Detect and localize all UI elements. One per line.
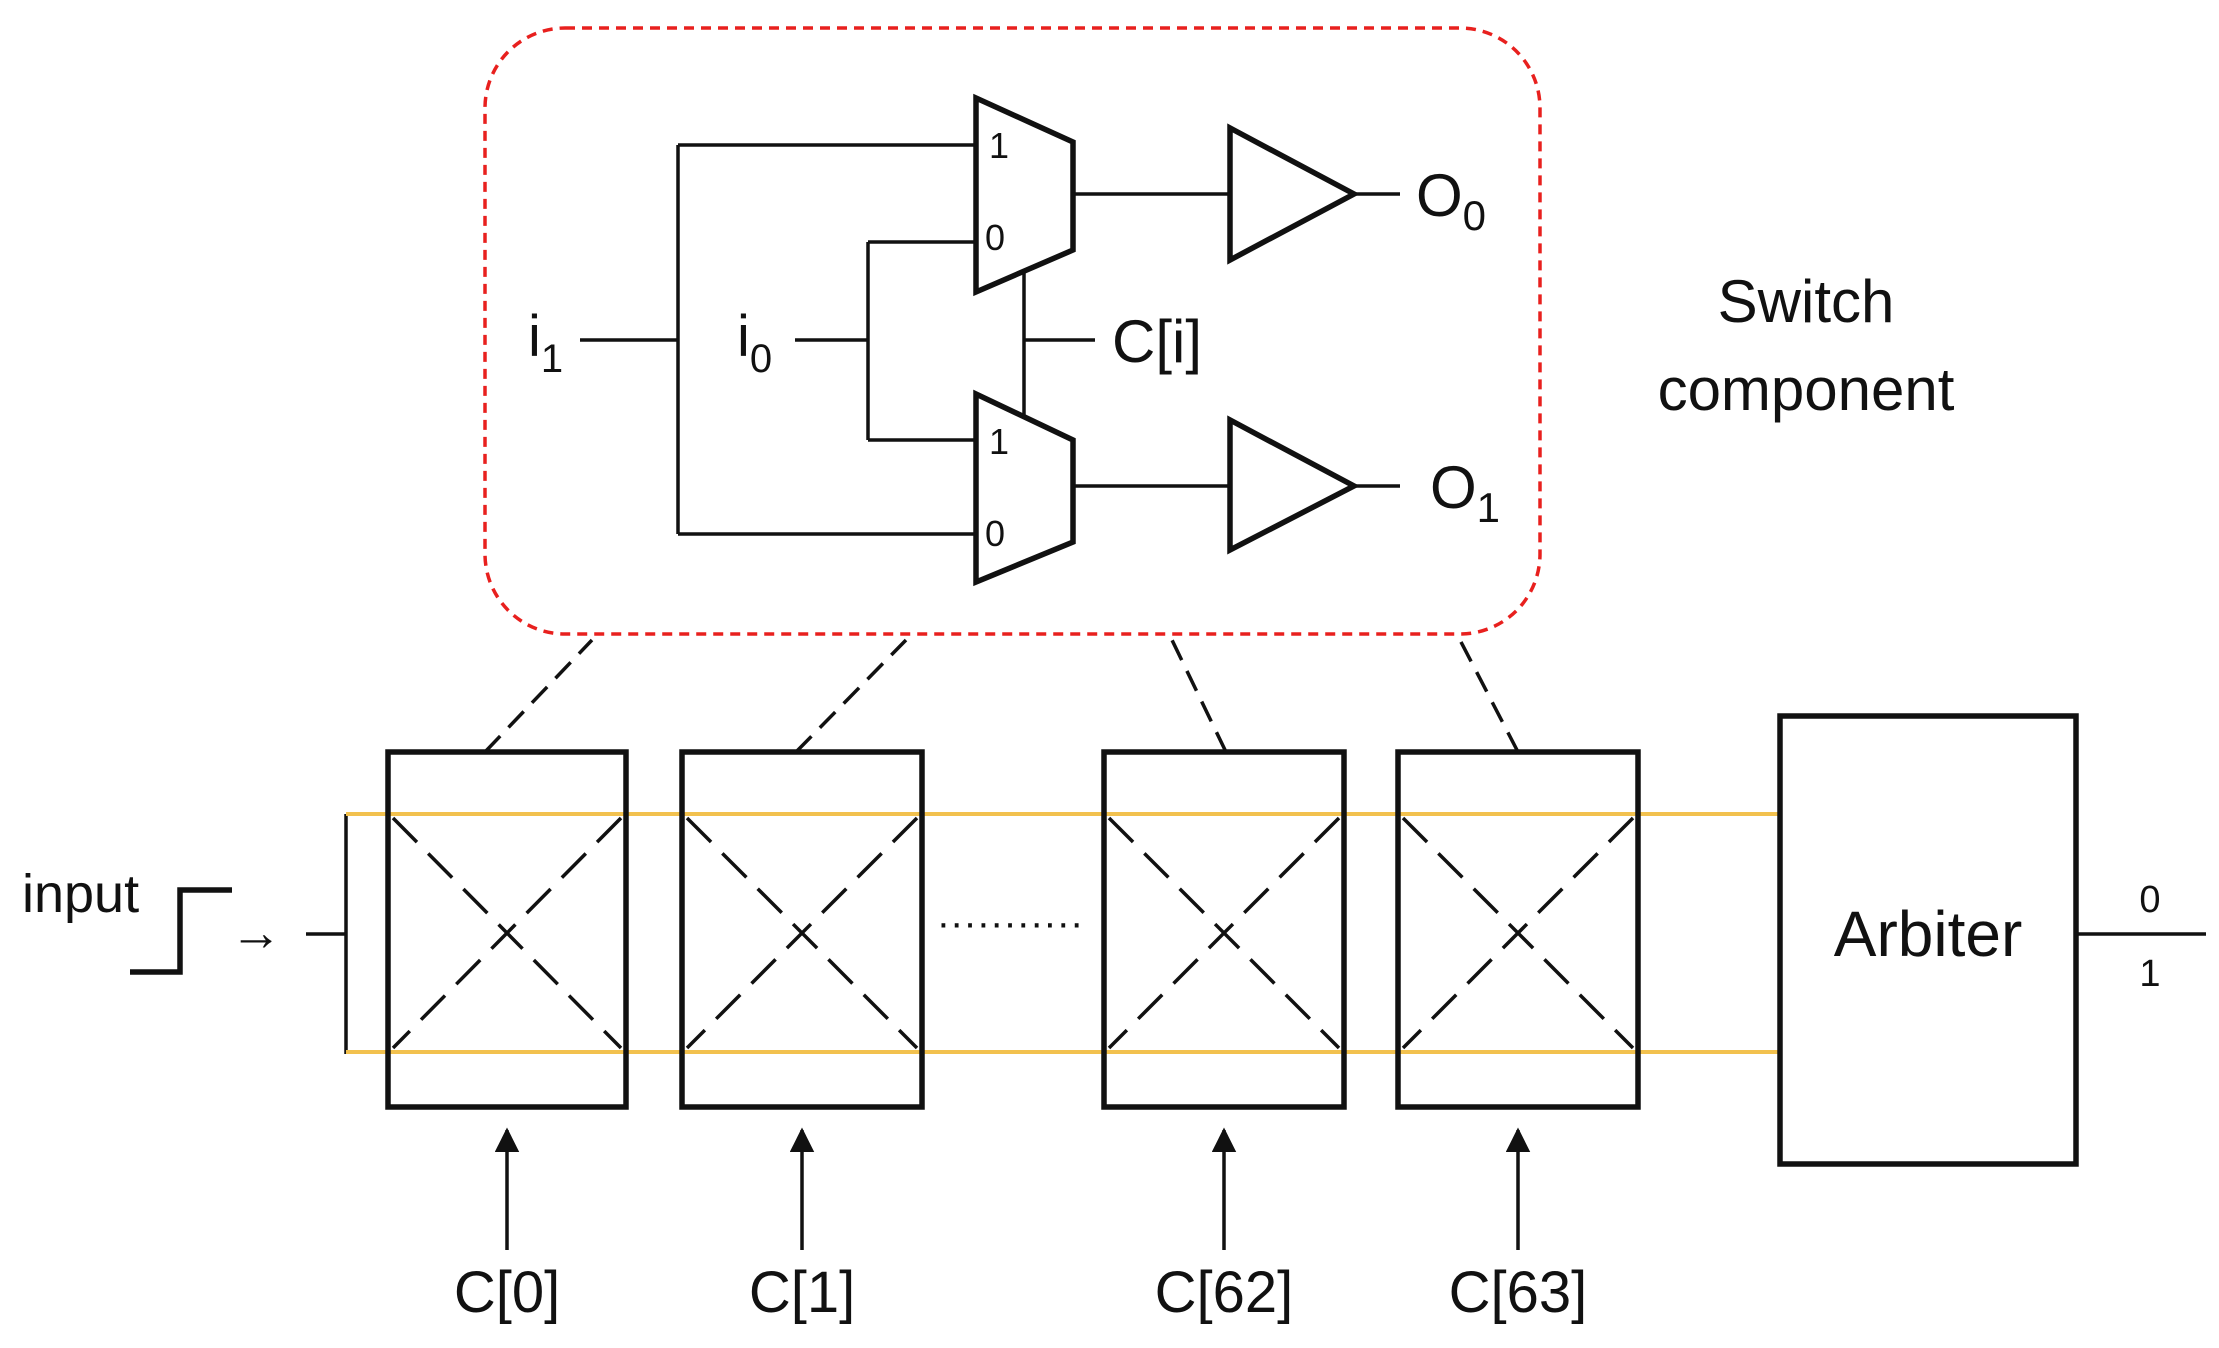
detail-outline <box>483 26 1542 636</box>
input-i1-label: i1 <box>528 304 563 381</box>
output-value-0: 0 <box>2139 879 2160 921</box>
output-o1-label: O1 <box>1430 454 1500 531</box>
input-label: input <box>22 864 139 924</box>
control-bit-label: C[63] <box>1449 1260 1588 1325</box>
mux-top-input-1-label: 1 <box>989 125 1009 166</box>
input-step-waveform <box>130 887 232 975</box>
arbiter-label: Arbiter <box>1834 898 2023 970</box>
puf-chain: input → C[0] C[1] ··········· <box>22 713 2206 1325</box>
mux-bottom-input-0-label: 0 <box>985 513 1005 554</box>
control-bit-label: C[1] <box>749 1260 855 1325</box>
select-signal-label: C[i] <box>1112 308 1202 375</box>
switch-component-detail: 1 0 1 0 <box>483 26 1542 636</box>
mux-bottom: 1 0 <box>973 389 1076 587</box>
input-i0-label: i0 <box>737 304 772 381</box>
callout-lines <box>483 638 1520 754</box>
switch-component-title-line2: component <box>1658 356 1955 423</box>
control-bit-label: C[62] <box>1155 1260 1294 1325</box>
mux-top-input-0-label: 0 <box>985 217 1005 258</box>
detail-wiring <box>580 143 1400 536</box>
switch-stage-0: C[0] <box>385 749 629 1325</box>
switch-stage-62: C[62] <box>1101 749 1347 1325</box>
switch-stage-1: C[1] <box>679 749 925 1325</box>
stages-ellipsis: ··········· <box>937 901 1084 945</box>
input-arrow: → <box>230 904 282 962</box>
output-value-1: 1 <box>2139 953 2160 995</box>
buffer-top <box>1227 123 1360 265</box>
output-o0-label: O0 <box>1416 162 1486 239</box>
arbiter-block: Arbiter <box>1777 713 2079 1167</box>
switch-stage-63: C[63] <box>1395 749 1641 1325</box>
mux-bottom-input-1-label: 1 <box>989 421 1009 462</box>
buffer-bottom <box>1227 415 1360 555</box>
mux-top: 1 0 <box>973 93 1076 297</box>
switch-component-title-line1: Switch <box>1718 268 1895 335</box>
control-bit-label: C[0] <box>454 1260 560 1325</box>
